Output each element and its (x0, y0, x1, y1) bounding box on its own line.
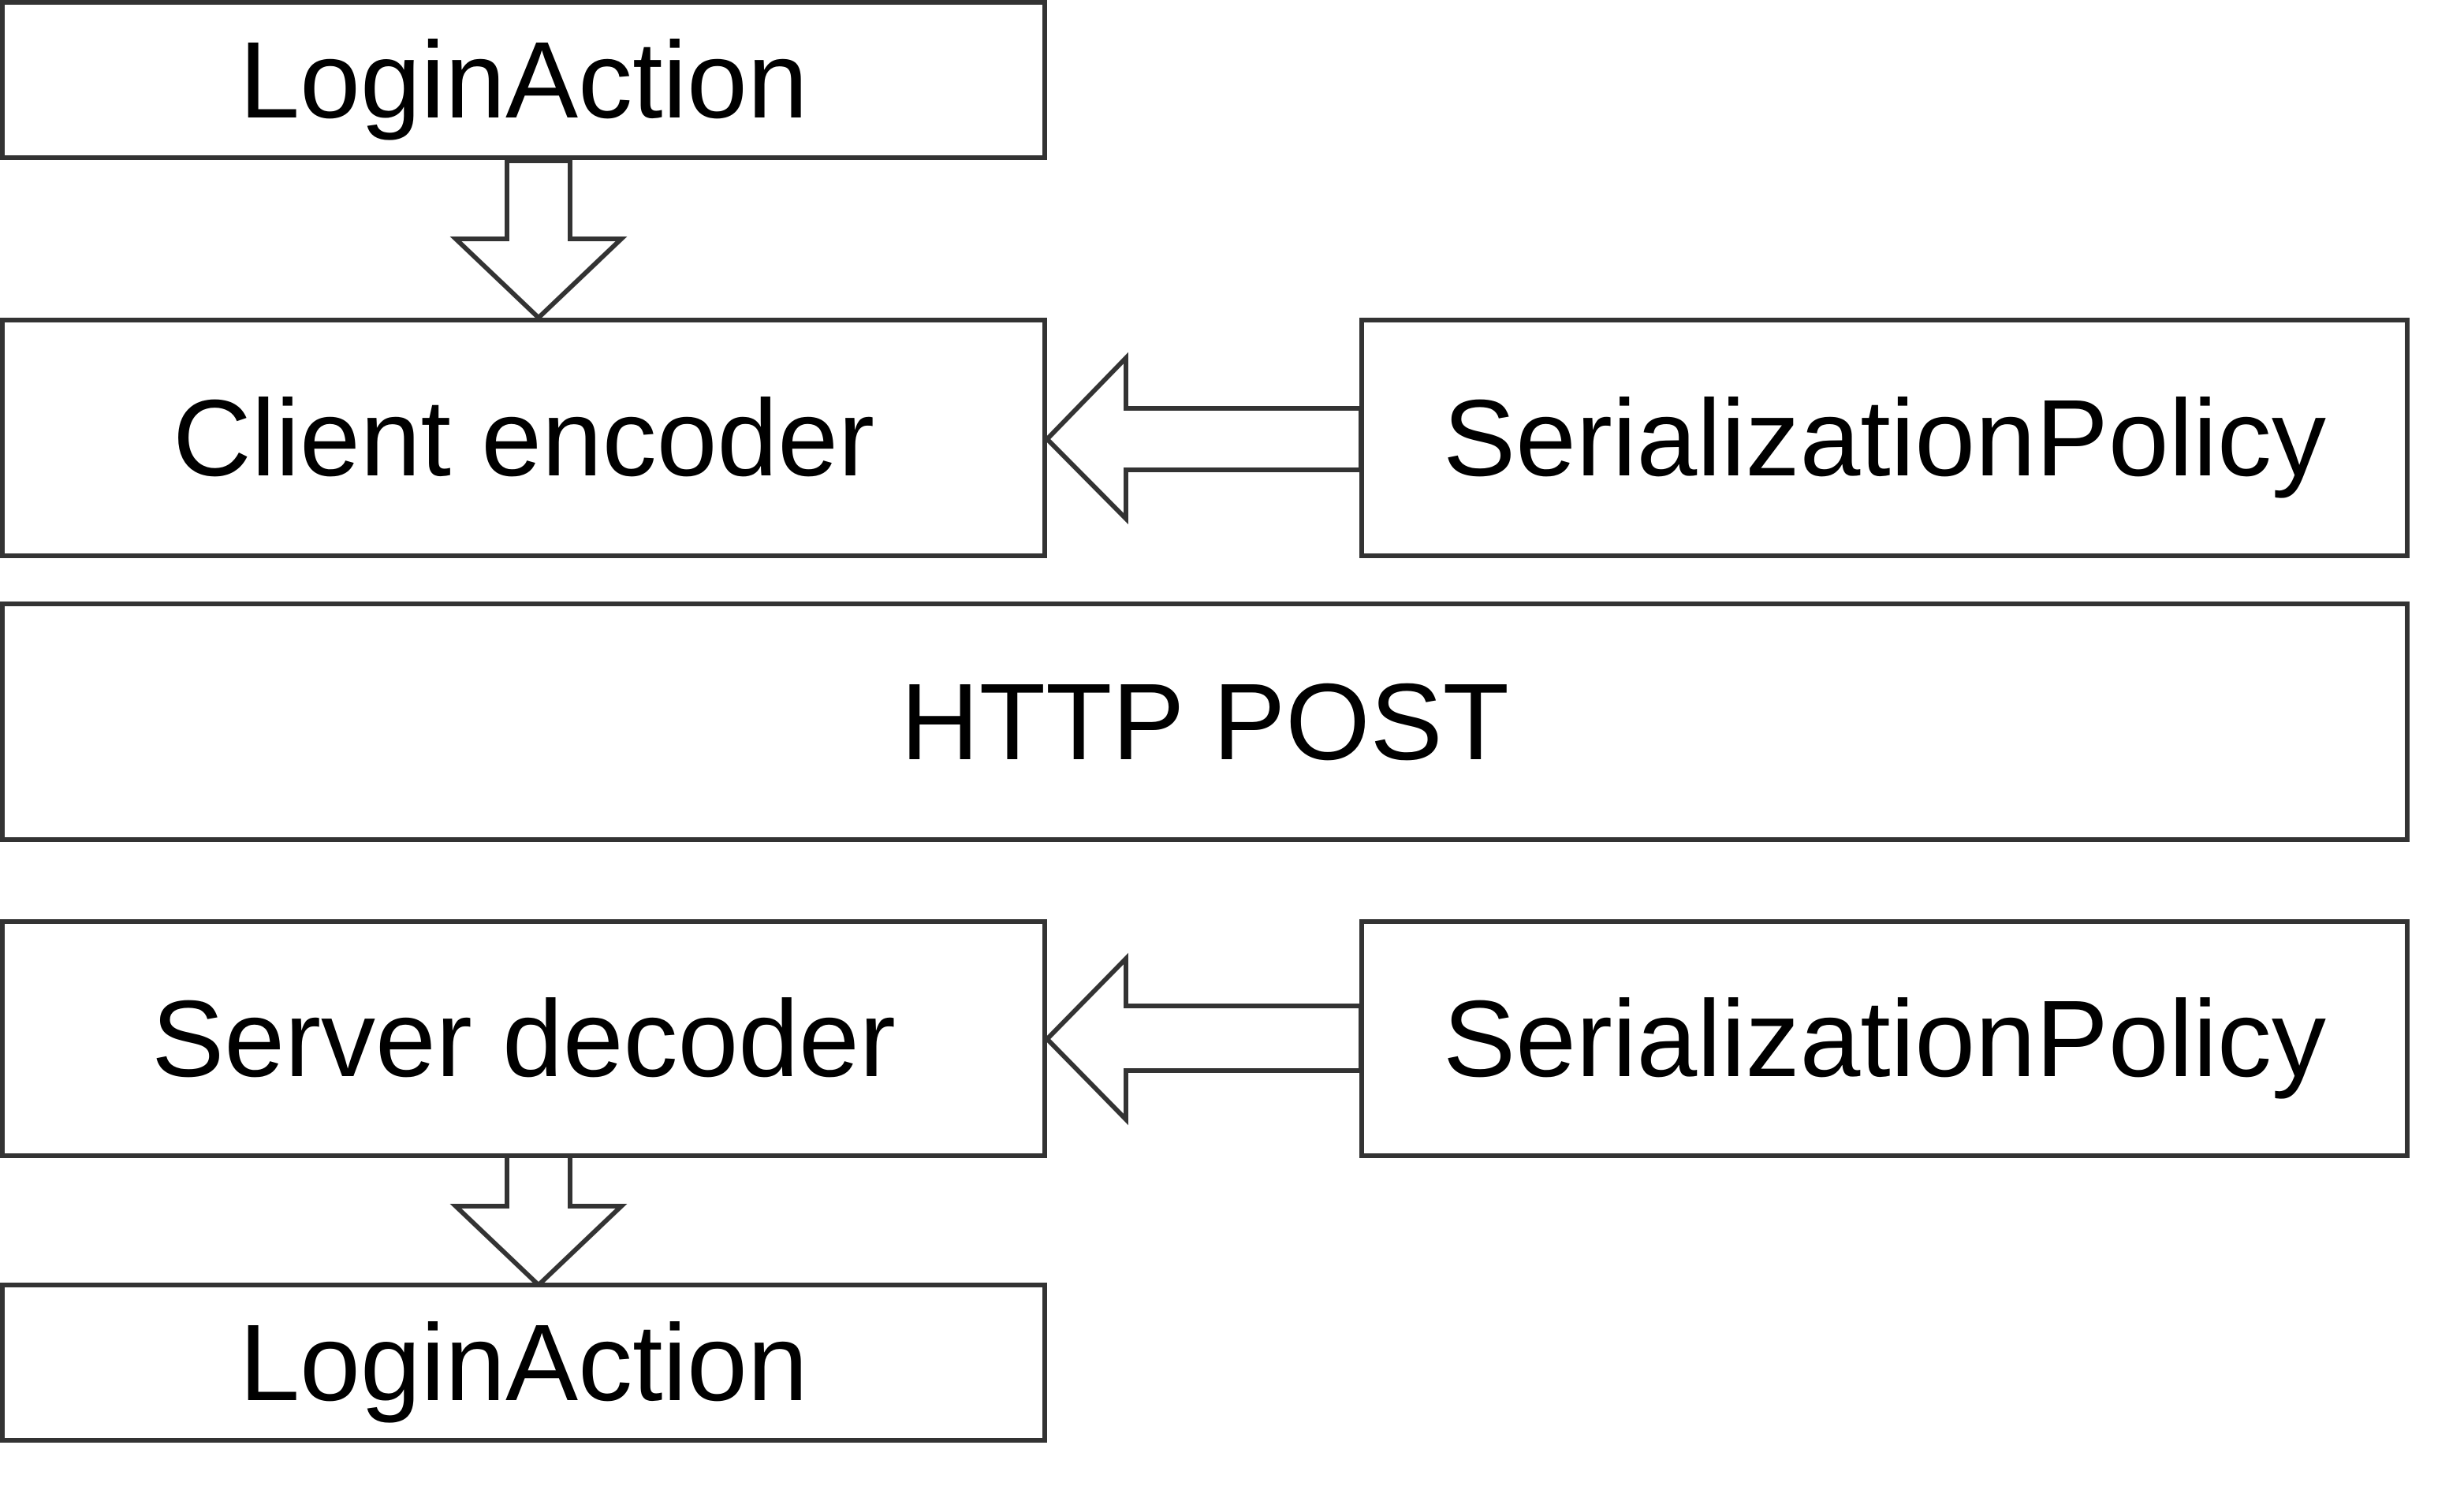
left-arrow-icon (1043, 352, 1363, 525)
login-action-result-box: LoginAction (0, 1283, 1047, 1443)
client-encoder-box: Client encoder (0, 318, 1047, 558)
server-decoder-box: Server decoder (0, 919, 1047, 1158)
login-action-source-label: LoginAction (239, 19, 808, 141)
client-serialization-policy-box: SerializationPolicy (1359, 318, 2410, 558)
down-arrow-icon (449, 1153, 628, 1289)
client-serialization-policy-label: SerializationPolicy (1443, 377, 2326, 499)
left-arrow-icon (1043, 952, 1363, 1126)
http-post-box: HTTP POST (0, 602, 2410, 842)
login-action-result-label: LoginAction (239, 1302, 808, 1424)
server-serialization-policy-box: SerializationPolicy (1359, 919, 2410, 1158)
http-post-label: HTTP POST (900, 661, 1509, 783)
down-arrow-icon (449, 158, 628, 322)
client-encoder-label: Client encoder (173, 377, 874, 499)
login-action-source-box: LoginAction (0, 0, 1047, 160)
server-serialization-policy-label: SerializationPolicy (1443, 978, 2326, 1100)
server-decoder-label: Server decoder (151, 978, 896, 1100)
